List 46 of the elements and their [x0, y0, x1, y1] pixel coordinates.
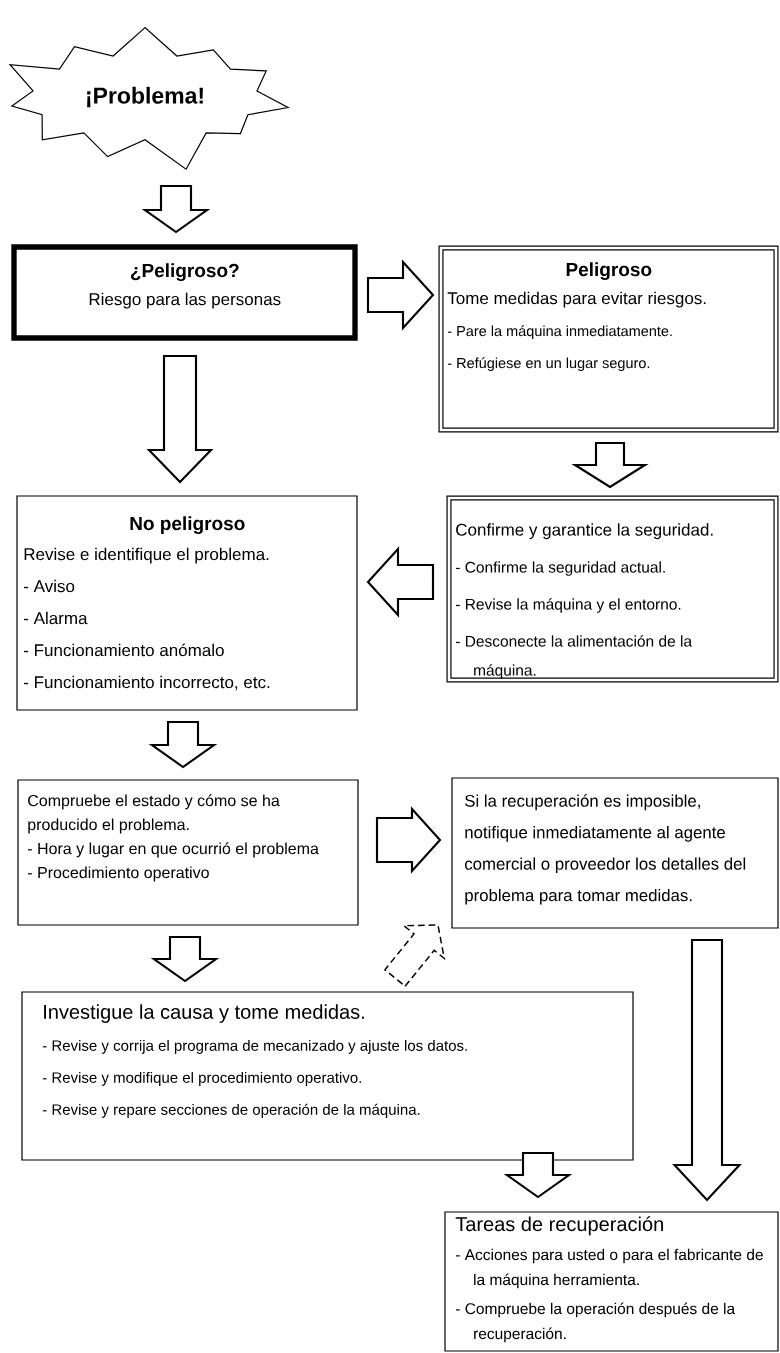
block-arrow	[375, 806, 442, 874]
heading: Peligroso	[566, 262, 652, 281]
block-arrow	[672, 938, 742, 1202]
list-item: - Revise y modifique el procedimiento operativo.	[42, 1071, 361, 1086]
body-text: Confirme y garantice la seguridad.	[456, 523, 713, 540]
list-item: - Revise y repare secciones de operación de la máquina.	[42, 1103, 420, 1118]
list-item: - Compruebe la operación después de la recuperación.	[455, 1302, 736, 1343]
list-item: - Aviso	[24, 579, 75, 593]
process-box	[21, 991, 634, 1161]
process-box	[438, 245, 779, 433]
list-item: - Funcionamiento incorrecto, etc.	[24, 675, 270, 691]
body-text: Tome medidas para evitar riesgos.	[447, 291, 706, 308]
body-text: Revise e identifique el problema.	[24, 547, 269, 564]
heading: Investigue la causa y tome medidas.	[44, 1004, 364, 1023]
list-item: - Acciones para usted o para el fabricante de la máquina herramienta.	[455, 1248, 763, 1289]
block-arrow	[366, 546, 435, 618]
body-text: Riesgo para las personas	[89, 292, 281, 309]
list-item: - Desconecte la alimentación de la máquina.	[455, 635, 693, 679]
process-box	[11, 244, 358, 341]
heading: ¿Peligroso?	[130, 263, 239, 282]
heading: ¡Problema!	[87, 86, 203, 108]
process-box	[451, 777, 779, 929]
block-arrow	[146, 354, 214, 484]
block-arrow	[150, 935, 220, 983]
list-item: - Alarma	[24, 611, 88, 625]
body-text: Compruebe el estado y cómo se ha producido el problema.	[28, 794, 280, 834]
list-item: - Hora y lugar en que ocurrió el problema	[28, 842, 319, 858]
block-arrow	[141, 184, 211, 234]
process-box	[17, 779, 359, 926]
block-arrow	[148, 720, 218, 769]
block-arrow	[503, 1151, 573, 1199]
list-item: - Revise la máquina y el entorno.	[455, 598, 681, 613]
list-item: - Funcionamiento anómalo	[24, 643, 224, 657]
heading: No peligroso	[130, 516, 245, 535]
list-item: - Procedimiento operativo	[28, 866, 209, 882]
process-box	[16, 495, 358, 711]
block-arrow	[366, 259, 435, 331]
body-text: Si la recuperación es imposible, notifique inmediatamente al agente comercial o proveedor los detalles del problema para tomar medidas.	[465, 794, 746, 905]
list-item: - Pare la máquina inmediatamente.	[447, 325, 672, 340]
block-arrow	[571, 441, 649, 489]
list-item: - Refúgiese en un lugar seguro.	[447, 357, 650, 372]
process-box	[446, 495, 779, 683]
list-item: - Revise y corrija el programa de mecanizado y ajuste los datos.	[42, 1039, 467, 1054]
list-item: - Confirme la seguridad actual.	[455, 561, 665, 576]
heading: Tareas de recuperación	[455, 1216, 663, 1236]
process-box	[444, 1211, 779, 1352]
